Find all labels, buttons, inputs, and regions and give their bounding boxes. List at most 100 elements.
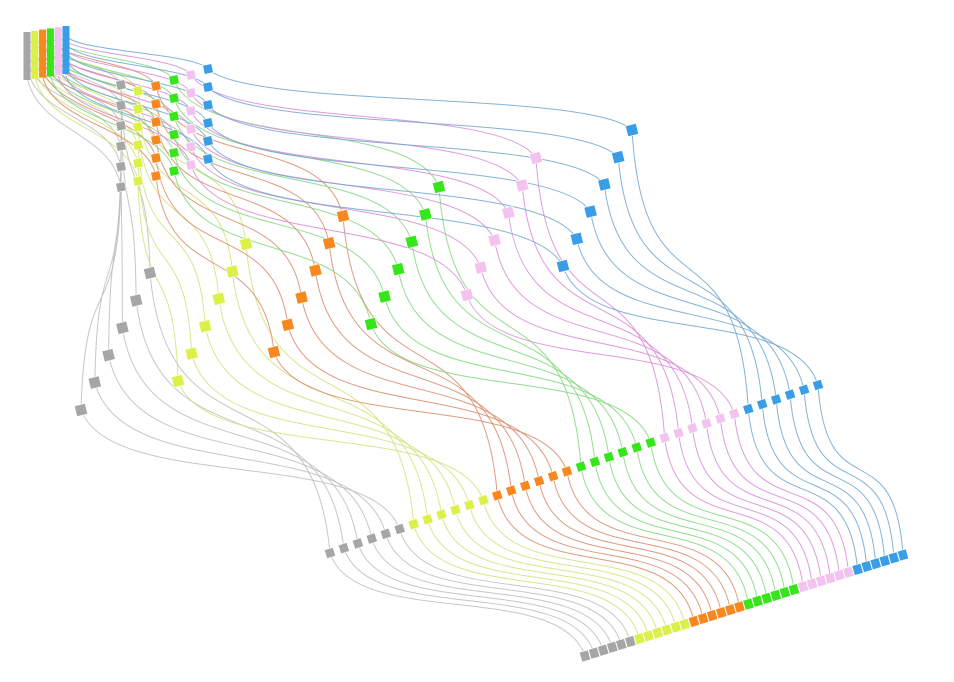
bottom-node-yellow-3 xyxy=(651,626,664,640)
middle-node-gray-2 xyxy=(337,542,350,555)
group-split-node-orange-4 xyxy=(150,134,162,146)
middle-node-pink-4 xyxy=(700,417,713,430)
group-split-node-blue-6 xyxy=(202,153,214,165)
group-split-node-blue-2 xyxy=(202,81,214,93)
flow-line-yellow-4 xyxy=(34,59,668,631)
group-split-node-blue-4 xyxy=(202,117,214,129)
diagonal-node-green-1 xyxy=(431,179,447,195)
group-split-node-orange-6 xyxy=(150,170,162,182)
bottom-node-pink-5 xyxy=(833,568,846,582)
flow-line-orange-4 xyxy=(42,59,722,613)
diagonal-node-pink-4 xyxy=(487,233,502,248)
group-split-node-green-3 xyxy=(168,110,180,123)
middle-node-green-6 xyxy=(644,436,657,449)
bottom-node-yellow-4 xyxy=(660,623,673,637)
middle-node-green-3 xyxy=(602,450,615,464)
bottom-node-orange-6 xyxy=(733,600,746,614)
bottom-node-blue-5 xyxy=(887,551,900,565)
middle-node-green-2 xyxy=(588,455,601,468)
bottom-node-orange-2 xyxy=(697,612,710,625)
bottom-node-green-1 xyxy=(742,597,755,611)
middle-node-gray-3 xyxy=(351,537,364,550)
bottom-node-yellow-6 xyxy=(678,617,691,631)
diagonal-node-yellow-2 xyxy=(225,264,240,279)
bottom-node-pink-2 xyxy=(806,577,819,591)
diagonal-node-green-4 xyxy=(391,262,406,277)
bottom-node-orange-3 xyxy=(706,609,719,623)
group-split-node-yellow-3 xyxy=(132,121,144,133)
diagonal-node-blue-6 xyxy=(555,258,571,274)
bottom-node-orange-4 xyxy=(715,606,728,620)
middle-node-blue-1 xyxy=(742,402,755,416)
diagonal-node-yellow-1 xyxy=(238,236,254,252)
group-split-node-orange-5 xyxy=(150,152,162,164)
flow-lines xyxy=(26,35,904,657)
diagonal-node-yellow-4 xyxy=(198,319,213,334)
group-split-node-yellow-1 xyxy=(132,85,144,97)
bottom-node-pink-6 xyxy=(842,565,855,579)
source-node-green xyxy=(46,28,54,77)
flow-line-blue-6 xyxy=(65,75,904,556)
diagonal-node-blue-1 xyxy=(624,122,640,138)
diagonal-node-gray-6 xyxy=(73,402,89,418)
bottom-node-pink-4 xyxy=(824,571,837,585)
bottom-node-blue-2 xyxy=(860,560,873,573)
diagonal-node-pink-6 xyxy=(459,287,475,303)
middle-node-yellow-2 xyxy=(421,513,434,526)
middle-node-blue-6 xyxy=(811,378,825,392)
group-split-node-gray-4 xyxy=(115,140,127,152)
group-split-node-gray-3 xyxy=(115,120,127,132)
flow-line-pink-3 xyxy=(57,51,822,582)
diagonal-node-orange-2 xyxy=(322,236,337,251)
group-split-node-blue-5 xyxy=(202,135,214,147)
flow-line-green-5 xyxy=(49,67,786,593)
middle-node-green-1 xyxy=(574,460,588,473)
flow-line-green-6 xyxy=(49,75,795,590)
flow-line-yellow-6 xyxy=(34,75,686,625)
middle-node-orange-3 xyxy=(519,479,532,492)
diagonal-node-pink-2 xyxy=(515,178,530,193)
diagonal-node-blue-4 xyxy=(583,204,598,219)
bottom-node-green-2 xyxy=(751,594,764,608)
group-split-node-orange-1 xyxy=(150,80,162,92)
diagonal-node-yellow-6 xyxy=(170,373,186,389)
group-split-node-gray-6 xyxy=(115,181,127,193)
middle-node-yellow-5 xyxy=(463,498,476,512)
bottom-node-orange-5 xyxy=(724,603,737,617)
group-split-node-blue-3 xyxy=(202,99,214,111)
diagonal-node-orange-6 xyxy=(266,344,282,360)
bottom-node-gray-2 xyxy=(588,646,601,660)
flow-line-orange-6 xyxy=(42,75,740,607)
diagonal-node-yellow-5 xyxy=(184,346,199,361)
flow-line-gray-4 xyxy=(26,59,613,648)
bottom-node-blue-3 xyxy=(869,557,882,571)
group-split-node-pink-5 xyxy=(185,141,197,153)
flow-line-yellow-5 xyxy=(34,67,677,628)
group-split-node-orange-3 xyxy=(150,116,162,128)
middle-node-orange-5 xyxy=(547,470,560,483)
group-split-node-pink-6 xyxy=(185,159,197,171)
group-split-node-pink-3 xyxy=(185,105,197,117)
group-split-node-yellow-4 xyxy=(132,139,144,151)
middle-node-gray-1 xyxy=(323,546,337,560)
diagonal-node-gray-3 xyxy=(115,320,130,335)
middle-node-yellow-4 xyxy=(449,503,462,516)
bottom-node-green-3 xyxy=(760,591,773,605)
middle-node-blue-5 xyxy=(798,383,811,396)
group-split-node-green-2 xyxy=(168,92,180,104)
bottom-node-green-6 xyxy=(787,583,801,597)
flow-nodes xyxy=(23,26,910,663)
middle-node-blue-2 xyxy=(756,398,769,411)
bottom-node-blue-6 xyxy=(896,548,910,562)
flow-line-pink-6 xyxy=(57,75,849,573)
flow-line-gray-6 xyxy=(26,75,631,642)
bottom-node-green-4 xyxy=(769,588,782,602)
group-split-node-green-4 xyxy=(168,128,180,141)
bottom-node-pink-1 xyxy=(797,580,810,594)
bottom-node-yellow-2 xyxy=(642,629,655,643)
group-split-node-orange-2 xyxy=(150,98,162,110)
bottom-node-gray-5 xyxy=(615,638,628,651)
diagonal-node-green-3 xyxy=(404,234,419,249)
middle-node-green-5 xyxy=(630,441,643,454)
